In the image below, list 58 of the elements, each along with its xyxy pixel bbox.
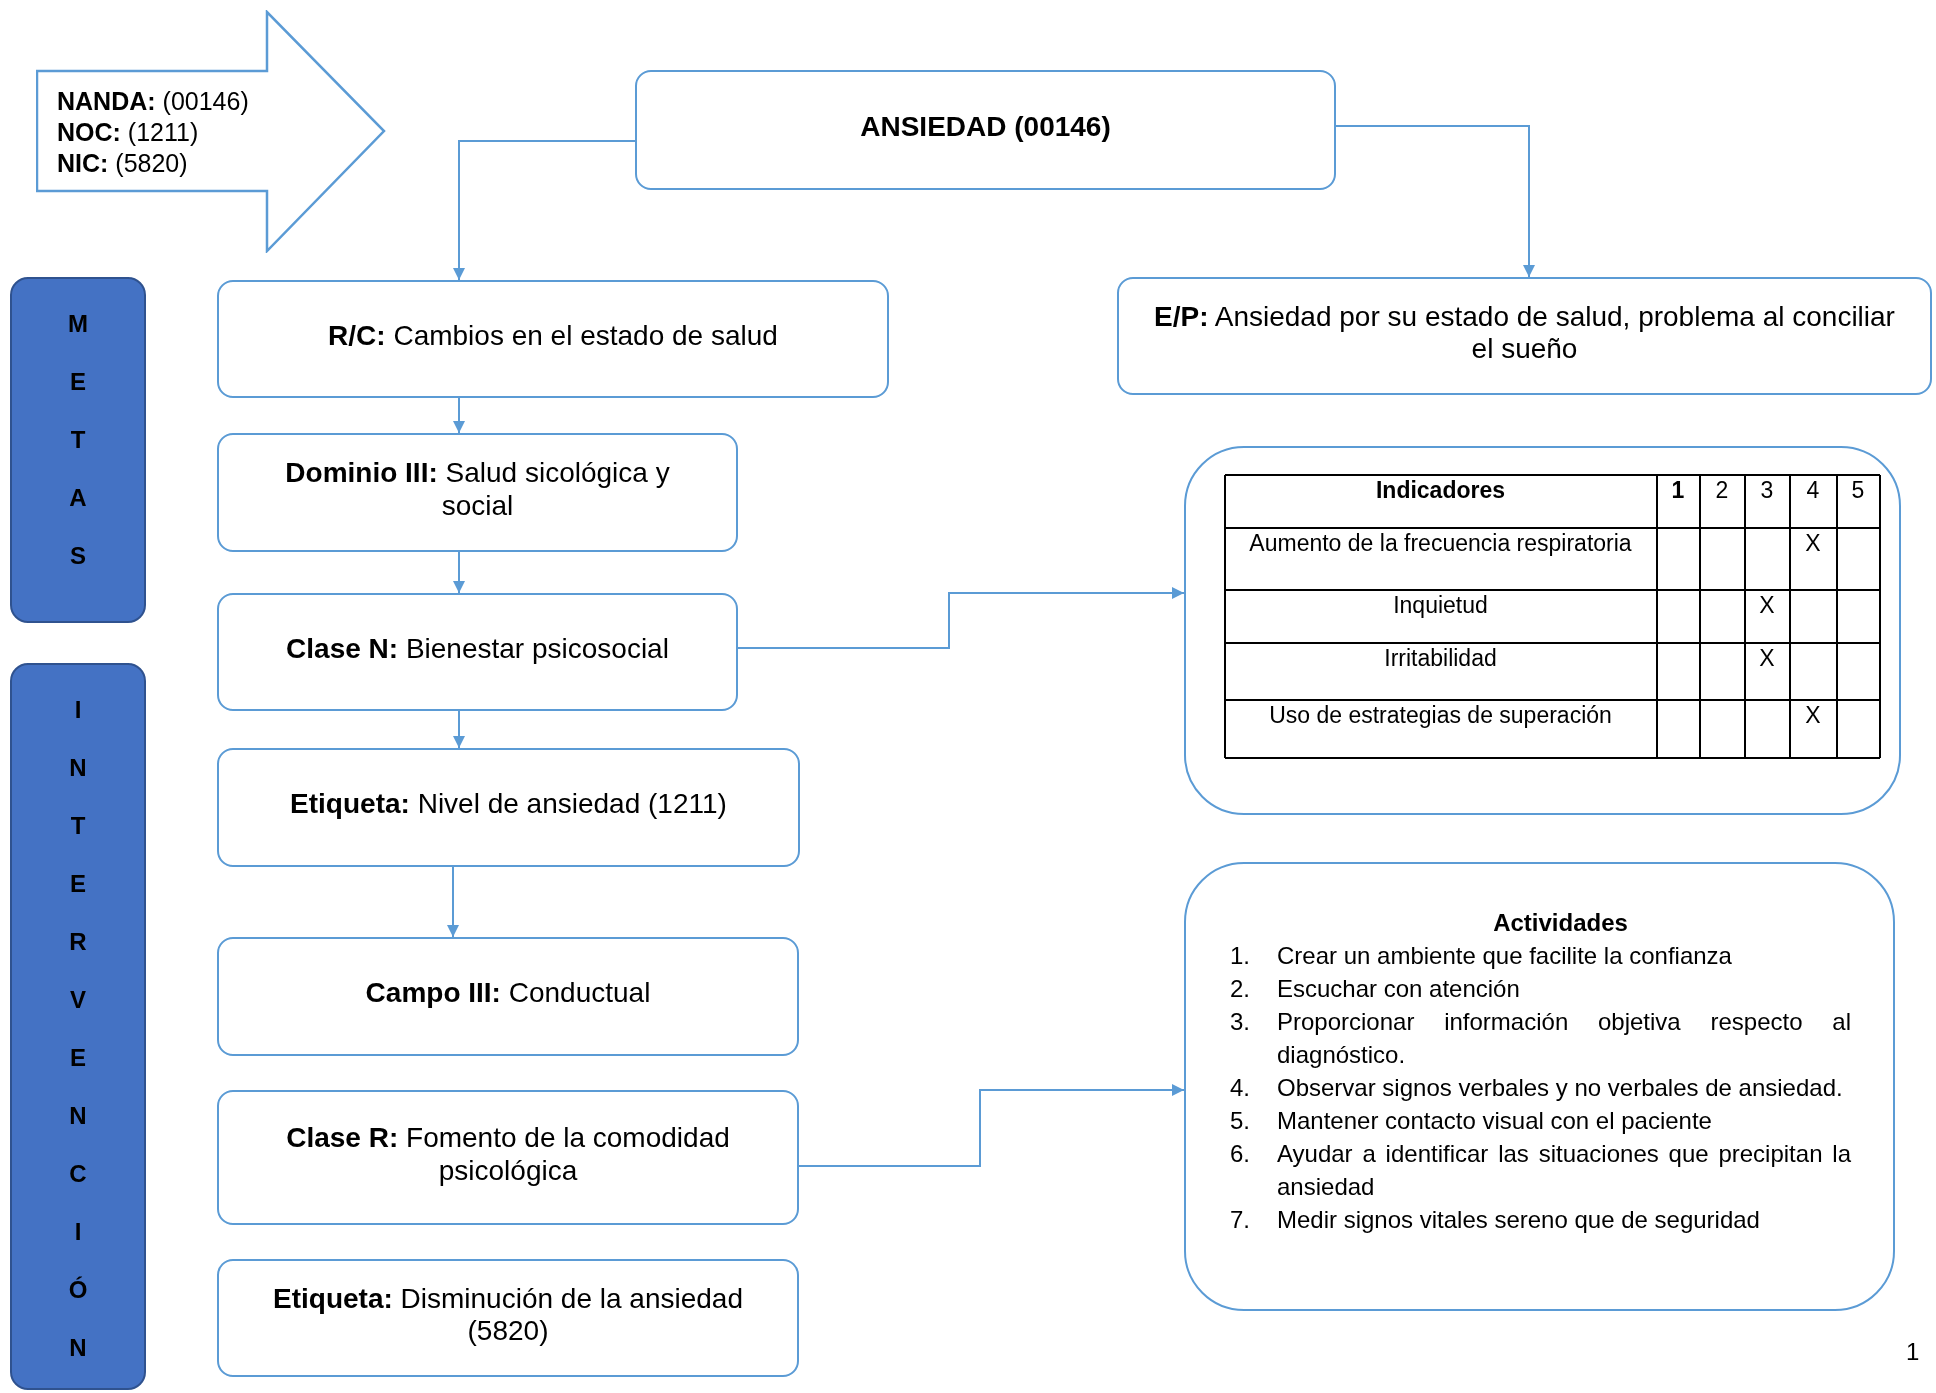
indicator-text: Irritabilidad	[1383, 644, 1498, 673]
process-box	[1117, 277, 1932, 395]
rating-mark: X	[1758, 591, 1776, 620]
arrow	[453, 551, 465, 594]
rating-mark: X	[1804, 701, 1822, 730]
list-item: 1. Crear un ambiente que facilite la confianza	[1230, 941, 1733, 971]
box-text: Dominio III: Salud sicológica y social	[284, 457, 671, 522]
box-text: R/C: Cambios en el estado de salud	[328, 319, 778, 353]
table-panel	[1184, 446, 1901, 815]
diagnosis-box	[635, 70, 1336, 190]
list-item: 5. Mantener contacto visual con el paciente	[1230, 1106, 1713, 1136]
list-item: 4. Observar signos verbales y no verbales de ansiedad.	[1230, 1073, 1844, 1103]
list-item: 2. Escuchar con atención	[1230, 974, 1521, 1004]
box-text: Etiqueta: Nivel de ansiedad (1211)	[290, 788, 727, 821]
vertical-text: INTERVENCIÓN	[67, 695, 89, 1363]
table-header: 5	[1850, 476, 1866, 505]
list-item: 6. Ayudar a identificar las situaciones que precipitan la ansiedad	[1230, 1139, 1851, 1202]
vertical-band	[10, 277, 146, 623]
process-box	[217, 1090, 799, 1225]
arrow	[453, 140, 636, 281]
process-box	[217, 748, 800, 867]
indicator-text: Aumento de la frecuencia respiratoria	[1248, 529, 1633, 558]
table-header: 4	[1805, 476, 1821, 505]
arrow	[798, 1084, 1185, 1167]
process-box	[217, 280, 889, 398]
code-line: NOC: (1211)	[57, 117, 200, 148]
table-header: 2	[1714, 476, 1730, 505]
box-text: Campo III: Conductual	[365, 977, 651, 1010]
vertical-text: METAS	[67, 309, 89, 571]
list-item: 7. Medir signos vitales sereno que de seguridad	[1230, 1205, 1761, 1235]
vertical-band	[10, 663, 146, 1390]
page-number: 1	[1906, 1338, 1920, 1366]
indicator-text: Inquietud	[1392, 591, 1489, 620]
table-header: 3	[1759, 476, 1775, 505]
arrow	[453, 397, 465, 434]
table-header: Indicadores	[1374, 476, 1507, 505]
box-text: Clase R: Fomento de la comodidad psicológica	[285, 1122, 731, 1187]
arrow	[447, 866, 459, 938]
code-line: NIC: (5820)	[57, 148, 189, 179]
arrow	[453, 710, 465, 749]
process-box	[217, 1259, 799, 1377]
activities-panel	[1184, 862, 1895, 1311]
arrow	[737, 587, 1185, 649]
box-text: E/P: Ansiedad por su estado de salud, problema al conciliar el sueño	[1153, 300, 1896, 366]
list-heading: Actividades	[1492, 908, 1629, 938]
rating-mark: X	[1758, 644, 1776, 673]
list-item: 3. Proporcionar información objetiva respecto al diagnóstico.	[1230, 1007, 1851, 1070]
code-line: NANDA: (00146)	[57, 86, 249, 117]
indicator-text: Uso de estrategias de superación	[1268, 701, 1613, 730]
process-box	[217, 593, 738, 711]
table-header: 1	[1670, 476, 1686, 505]
box-text: Clase N: Bienestar psicosocial	[286, 632, 669, 666]
process-box	[217, 937, 799, 1056]
process-box	[217, 433, 738, 552]
rating-mark: X	[1804, 529, 1822, 558]
box-text: Etiqueta: Disminución de la ansiedad (5820)	[272, 1282, 744, 1348]
arrow	[1335, 125, 1535, 278]
box-text: ANSIEDAD (00146)	[860, 110, 1111, 144]
